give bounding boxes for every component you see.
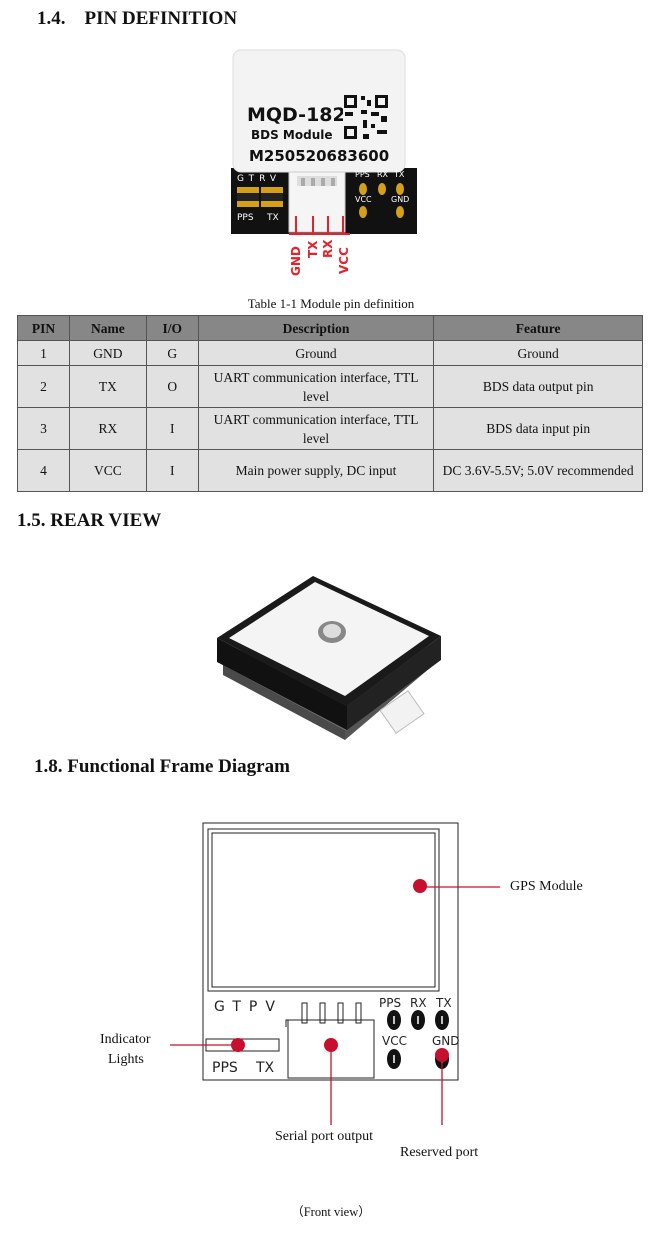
svg-text:VCC: VCC bbox=[382, 1034, 407, 1048]
callout-lights: Lights bbox=[108, 1052, 144, 1067]
cell: I bbox=[145, 407, 199, 450]
wire-label-vcc: VCC bbox=[337, 247, 351, 274]
table-caption: Table 1-1 Module pin definition bbox=[247, 296, 415, 311]
cell: TX bbox=[68, 365, 147, 408]
section-title-pin-definition: 1.4. PIN DEFINITION bbox=[37, 8, 238, 29]
marker-indicator-lights bbox=[231, 1038, 245, 1052]
callout-serial-port: Serial port output bbox=[275, 1129, 373, 1144]
header-pin: PIN bbox=[17, 315, 70, 341]
header-name: Name bbox=[68, 315, 147, 341]
qr-code-icon bbox=[343, 94, 391, 142]
rear-view-image bbox=[217, 576, 441, 740]
cell: 4 bbox=[17, 449, 70, 492]
wire-leads bbox=[289, 216, 350, 235]
module-serial-text: M250520683600 bbox=[249, 147, 389, 165]
cell: Ground bbox=[433, 340, 643, 366]
cell: UART communication interface, TTL level bbox=[197, 407, 435, 450]
svg-text:PPS: PPS bbox=[355, 170, 370, 179]
section-title-rear-view: 1.5. REAR VIEW bbox=[17, 510, 162, 531]
svg-text:PPS: PPS bbox=[212, 1060, 238, 1076]
header-io: I/O bbox=[145, 315, 199, 341]
table-row: 3 RX I UART communication interface, TTL… bbox=[17, 407, 643, 450]
cell: I bbox=[145, 449, 199, 492]
header-feature: Feature bbox=[433, 315, 643, 341]
cell: GND bbox=[68, 340, 147, 366]
wire-label-tx: TX bbox=[306, 240, 320, 258]
table-row: 2 TX O UART communication interface, TTL… bbox=[17, 365, 643, 408]
wire-label-gnd: GND bbox=[289, 246, 303, 276]
cell: BDS data input pin bbox=[433, 407, 643, 450]
cell: UART communication interface, TTL level bbox=[197, 365, 435, 408]
svg-text:TX: TX bbox=[266, 213, 279, 223]
svg-text:TX: TX bbox=[435, 996, 452, 1010]
cell: VCC bbox=[68, 449, 147, 492]
gps-module-box bbox=[207, 828, 440, 992]
svg-text:PPS: PPS bbox=[379, 996, 401, 1010]
wire-label-rx: RX bbox=[321, 239, 335, 258]
table-row: 4 VCC I Main power supply, DC input DC 3… bbox=[17, 449, 643, 492]
module-subtitle-text: BDS Module bbox=[251, 128, 333, 142]
connector-icon bbox=[379, 690, 425, 734]
svg-text:TX: TX bbox=[255, 1060, 275, 1076]
section-title-frame-diagram: 1.8. Functional Frame Diagram bbox=[34, 756, 290, 777]
svg-text:TX: TX bbox=[393, 170, 405, 179]
cell: RX bbox=[68, 407, 147, 450]
svg-text:RX: RX bbox=[410, 996, 427, 1010]
pin-definition-table: PIN Name I/O Description Feature 1 GND G… bbox=[17, 315, 643, 492]
cell: 3 bbox=[17, 407, 70, 450]
cell: 1 bbox=[17, 340, 70, 366]
marker-gps-module bbox=[413, 879, 427, 893]
cell: DC 3.6V-5.5V; 5.0V recommended bbox=[433, 449, 643, 492]
svg-text:GND: GND bbox=[391, 195, 409, 204]
cell: 2 bbox=[17, 365, 70, 408]
module-model-text: MQD-182 bbox=[247, 104, 346, 126]
callout-reserved-port: Reserved port bbox=[400, 1145, 479, 1160]
cell: Ground bbox=[197, 340, 435, 366]
callout-gps-module: GPS Module bbox=[510, 879, 583, 894]
svg-text:VCC: VCC bbox=[355, 195, 372, 204]
table-row: 1 GND G Ground Ground bbox=[17, 340, 643, 366]
cell: O bbox=[145, 365, 199, 408]
callout-indicator: Indicator bbox=[100, 1032, 151, 1047]
marker-serial-port bbox=[324, 1038, 338, 1052]
front-view-caption: （Front view） bbox=[291, 1205, 371, 1219]
table-header-row: PIN Name I/O Description Feature bbox=[17, 315, 643, 341]
svg-text:GND: GND bbox=[432, 1034, 460, 1048]
svg-text:PPS: PPS bbox=[237, 213, 254, 223]
svg-text:RX: RX bbox=[377, 170, 389, 179]
header-description: Description bbox=[197, 315, 435, 341]
cell: BDS data output pin bbox=[433, 365, 643, 408]
marker-reserved-port bbox=[435, 1048, 449, 1062]
cell: G bbox=[145, 340, 199, 366]
cell: Main power supply, DC input bbox=[197, 449, 435, 492]
